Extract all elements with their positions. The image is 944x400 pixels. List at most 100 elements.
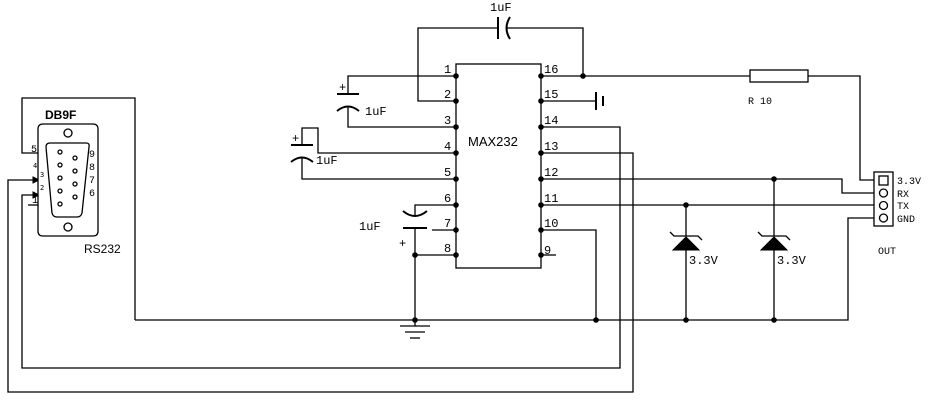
wire-ground-bus	[135, 217, 874, 321]
wire-resistor-to-3v3	[808, 75, 874, 181]
out-header	[873, 171, 894, 227]
capacitor-c2-polarity: +	[292, 132, 299, 146]
ic-pin-dot-10	[538, 227, 544, 233]
junction-zener1-tx	[683, 202, 689, 208]
junction-ground-c3	[412, 317, 418, 323]
zener-1-label: 3.3V	[689, 254, 719, 268]
db9-pin-6	[72, 194, 78, 200]
ic-left-pin-label-6: 6	[444, 192, 451, 206]
zener-2-bar	[757, 231, 791, 241]
ic-left-pin-label-3: 3	[444, 114, 451, 128]
ic-left-pin-label-7: 7	[444, 217, 451, 231]
ic-pin-dot-11	[538, 202, 544, 208]
wire-db9-pin5-to-ground	[21, 97, 136, 320]
wire-ctop-to-pin16	[507, 27, 584, 76]
ic-pin-dot-14	[538, 124, 544, 130]
capacitor-top-curved-plate	[505, 16, 511, 40]
ic-pin-dot-16	[538, 73, 544, 79]
junction-zener2-rx	[771, 176, 777, 182]
db9-pin-label-2: 2	[40, 184, 44, 192]
db9-pin-label-4: 4	[33, 162, 37, 170]
out-header-pin-3v3	[878, 175, 889, 186]
ic-right-pin-label-10: 10	[544, 217, 558, 231]
out-header-pin-rx	[878, 188, 889, 198]
db9-pin-label-5: 5	[31, 145, 37, 156]
db9-pin-2	[57, 188, 63, 194]
capacitor-c1-polarity: +	[339, 81, 346, 95]
wire-c2-to-pin5	[301, 158, 456, 180]
wire-pin4-to-c2	[301, 127, 456, 154]
ic-right-pin-label-14: 14	[544, 114, 558, 128]
ic-pin-dot-9	[538, 252, 544, 258]
db9-label: RS232	[84, 242, 121, 256]
db9-connector	[37, 123, 99, 237]
junction-ground-zener2	[771, 317, 777, 323]
db9-pin-label-6: 6	[89, 189, 95, 200]
out-pin-label-rx: RX	[897, 190, 909, 201]
ic-max232-body	[455, 63, 542, 269]
wire-c1-to-pin3	[347, 107, 456, 128]
capacitor-c2	[290, 144, 314, 163]
arrow-db9-pin-b	[32, 191, 41, 199]
junction-ground-pin10	[593, 317, 599, 323]
zener-diode-1	[669, 231, 703, 251]
ic-left-pin-label-5: 5	[444, 166, 451, 180]
capacitor-c3-curved-plate	[402, 210, 428, 217]
ic-pin-dot-6	[453, 202, 459, 208]
db9-pin-label-8: 8	[89, 163, 95, 174]
arrow-db9-pin-a	[32, 176, 41, 184]
ic-right-pin-label-13: 13	[544, 140, 558, 154]
out-header-label: OUT	[878, 247, 896, 258]
ic-left-pin-label-4: 4	[444, 140, 451, 154]
wire-pin1-to-c1	[347, 75, 456, 94]
db9-mount-hole-top	[63, 128, 73, 138]
zener-1-triangle	[671, 236, 701, 251]
wire-pin10-to-ground	[541, 229, 597, 320]
db9-pin-1	[57, 201, 63, 207]
junction-pin8	[412, 252, 418, 258]
resistor-r10	[749, 69, 809, 83]
ic-pin-dot-12	[538, 176, 544, 182]
db9-pin-7	[72, 181, 78, 187]
ic-pin-dot-13	[538, 150, 544, 156]
db9-pin-label-9: 9	[89, 150, 95, 161]
junction-pin16	[580, 73, 586, 79]
pin15-terminal-symbol	[595, 92, 604, 110]
ic-pin-dot-15	[538, 98, 544, 104]
junction-ground-zener1	[683, 317, 689, 323]
wire-pin13-to-db9	[7, 152, 634, 393]
capacitor-c1-curved-plate	[336, 105, 360, 112]
db9-title: DB9F	[45, 108, 76, 122]
out-header-pin-gnd	[878, 213, 889, 223]
ic-right-pin-label-16: 16	[544, 63, 558, 77]
ic-right-pin-label-12: 12	[544, 166, 558, 180]
db9-pin-5	[57, 149, 63, 155]
db9-pin-label-3: 3	[40, 171, 44, 179]
ic-left-pin-label-8: 8	[444, 242, 451, 256]
resistor-label: R 10	[748, 97, 772, 108]
out-pin-label-tx: TX	[897, 202, 909, 213]
ic-left-pin-label-1: 1	[444, 63, 451, 77]
out-pin-label-3v3: 3.3V	[897, 177, 921, 188]
db9-mount-hole-bottom	[63, 222, 73, 232]
zener-2-label: 3.3V	[777, 254, 807, 268]
db9-pin-label-1: 1	[32, 196, 38, 207]
ic-pin-dot-4	[453, 150, 459, 156]
ic-name: MAX232	[468, 134, 518, 149]
ground-icon	[400, 325, 430, 339]
ic-left-pin-label-2: 2	[444, 88, 451, 102]
wire-pin12-to-rx	[541, 178, 874, 194]
ic-pin-dot-3	[453, 124, 459, 130]
capacitor-c2-curved-plate	[290, 156, 314, 163]
ic-pin-dot-7	[453, 227, 459, 233]
ic-right-pin-label-11: 11	[544, 192, 558, 206]
capacitor-c3-polarity: +	[399, 237, 406, 251]
capacitor-c3	[402, 210, 428, 229]
wire-pin14-to-db9	[21, 126, 621, 369]
db9-pin-4	[57, 162, 63, 168]
ic-pin-dot-5	[453, 176, 459, 182]
db9-pin-9	[72, 155, 78, 161]
wiring	[7, 27, 874, 393]
capacitor-c1-value: 1uF	[365, 105, 387, 119]
out-header-body	[873, 171, 894, 227]
